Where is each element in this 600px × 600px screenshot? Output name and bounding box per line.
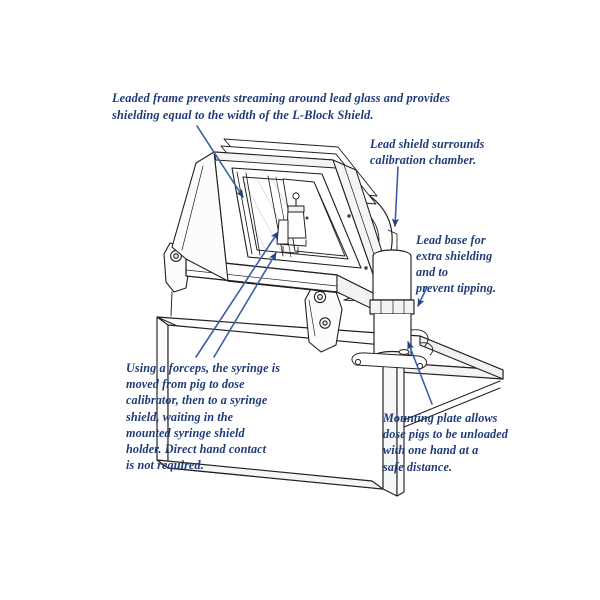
syringe-shield-holder-post xyxy=(282,245,299,254)
l-block-left-side xyxy=(171,151,229,282)
left-bracket-stem xyxy=(170,291,173,317)
right-bracket-bolt-upper-inner xyxy=(317,294,323,300)
face-bolt-upper-right xyxy=(347,214,351,218)
plate-hole xyxy=(398,349,410,355)
callout-leaded-frame: Leaded frame prevents streaming around l… xyxy=(112,91,450,122)
right-bracket-bolt-lower-inner xyxy=(322,320,328,326)
dose-pig-handle xyxy=(410,329,429,347)
face-bolt-window xyxy=(305,216,309,220)
leader-mounting-plate xyxy=(407,341,433,405)
callout-mounting-plate: Mounting plate allows dose pigs to be un… xyxy=(383,411,508,474)
mounting-plate-right-rail xyxy=(419,335,504,380)
leaded-frame-rib-left-2 xyxy=(245,172,261,256)
pig-retaining-clamp-group xyxy=(351,342,434,370)
leader-lead-shield xyxy=(391,166,400,227)
leader-leaded-frame xyxy=(196,125,244,198)
leader-lead-base xyxy=(417,286,428,307)
l-block-left-side-line xyxy=(181,165,204,251)
clamp-lever xyxy=(419,342,434,356)
right-bracket-shadow xyxy=(308,299,316,337)
dose-pig-upper-barrel xyxy=(372,255,412,301)
callout-forceps-syringe-handling: Using a forceps, the syringe is moved fr… xyxy=(126,361,281,473)
face-bolt-lower-right xyxy=(364,266,368,270)
leader-forceps-to-window xyxy=(195,231,279,358)
callout-lead-base: Lead base for extra shielding and to pre… xyxy=(416,233,497,295)
lower-rail-2 xyxy=(403,387,501,428)
callout-lead-shield: Lead shield surrounds calibration chambe… xyxy=(370,137,485,167)
leader-lines-group xyxy=(195,125,433,405)
syringe-shield-collar xyxy=(287,205,305,213)
syringe-shield-holder-arm xyxy=(276,239,307,247)
syringe-plunger-knob xyxy=(292,192,300,200)
dose-pig-mid-collar xyxy=(369,299,415,315)
left-bracket-bolt-inner xyxy=(173,253,179,259)
lower-rail xyxy=(403,380,501,421)
leaded-frame-rib-left-1 xyxy=(236,171,253,255)
clamp-bolt-left xyxy=(354,358,362,366)
leader-forceps-to-syringe xyxy=(213,252,277,358)
mounted-syringe-shield-group xyxy=(276,192,307,254)
